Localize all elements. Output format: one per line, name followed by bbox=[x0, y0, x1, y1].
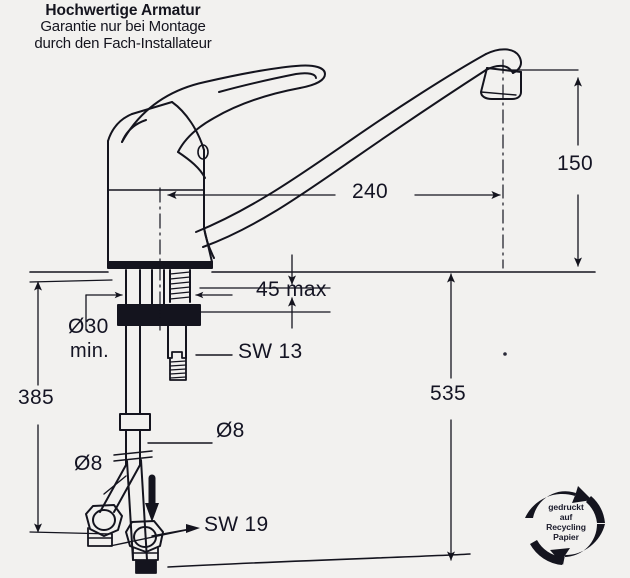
header-line-1: Hochwertige Armatur bbox=[45, 2, 201, 19]
header-line-3: durch den Fach-Installateur bbox=[34, 35, 212, 53]
recycling-line-2: auf bbox=[559, 512, 573, 523]
dimension-label-total-height: 535 bbox=[430, 382, 466, 405]
header-line-2: Garantie nur bei Montage bbox=[40, 18, 206, 36]
header-caption: Hochwertige Armatur Garantie nur bei Mon… bbox=[0, 2, 246, 53]
recycling-line-4: Papier bbox=[553, 532, 579, 543]
dimension-label-hole-diameter-note: min. bbox=[70, 340, 109, 362]
dimension-label-wrench-size-13: SW 13 bbox=[238, 340, 303, 363]
recycling-line-1: gedruckt bbox=[548, 502, 584, 512]
dimension-label-hole-diameter: Ø30 bbox=[68, 315, 109, 338]
recycling-stamp-text: gedruckt auf Recycling Papier bbox=[529, 502, 603, 543]
dimension-label-spout-reach: 240 bbox=[352, 180, 388, 203]
dimension-label-pipe-diameter-upper: Ø8 bbox=[216, 419, 245, 442]
dimension-label-deck-thickness: 45 max bbox=[256, 278, 327, 301]
dimension-label-spout-height: 150 bbox=[557, 152, 593, 175]
dimension-label-hose-length: 385 bbox=[18, 386, 54, 409]
dimension-label-pipe-diameter-lower: Ø8 bbox=[74, 452, 103, 475]
scan-speck bbox=[503, 352, 507, 356]
recycling-logo bbox=[525, 486, 605, 565]
dimension-label-wrench-size-19: SW 19 bbox=[204, 513, 269, 536]
recycling-line-3: Recycling bbox=[546, 522, 586, 533]
